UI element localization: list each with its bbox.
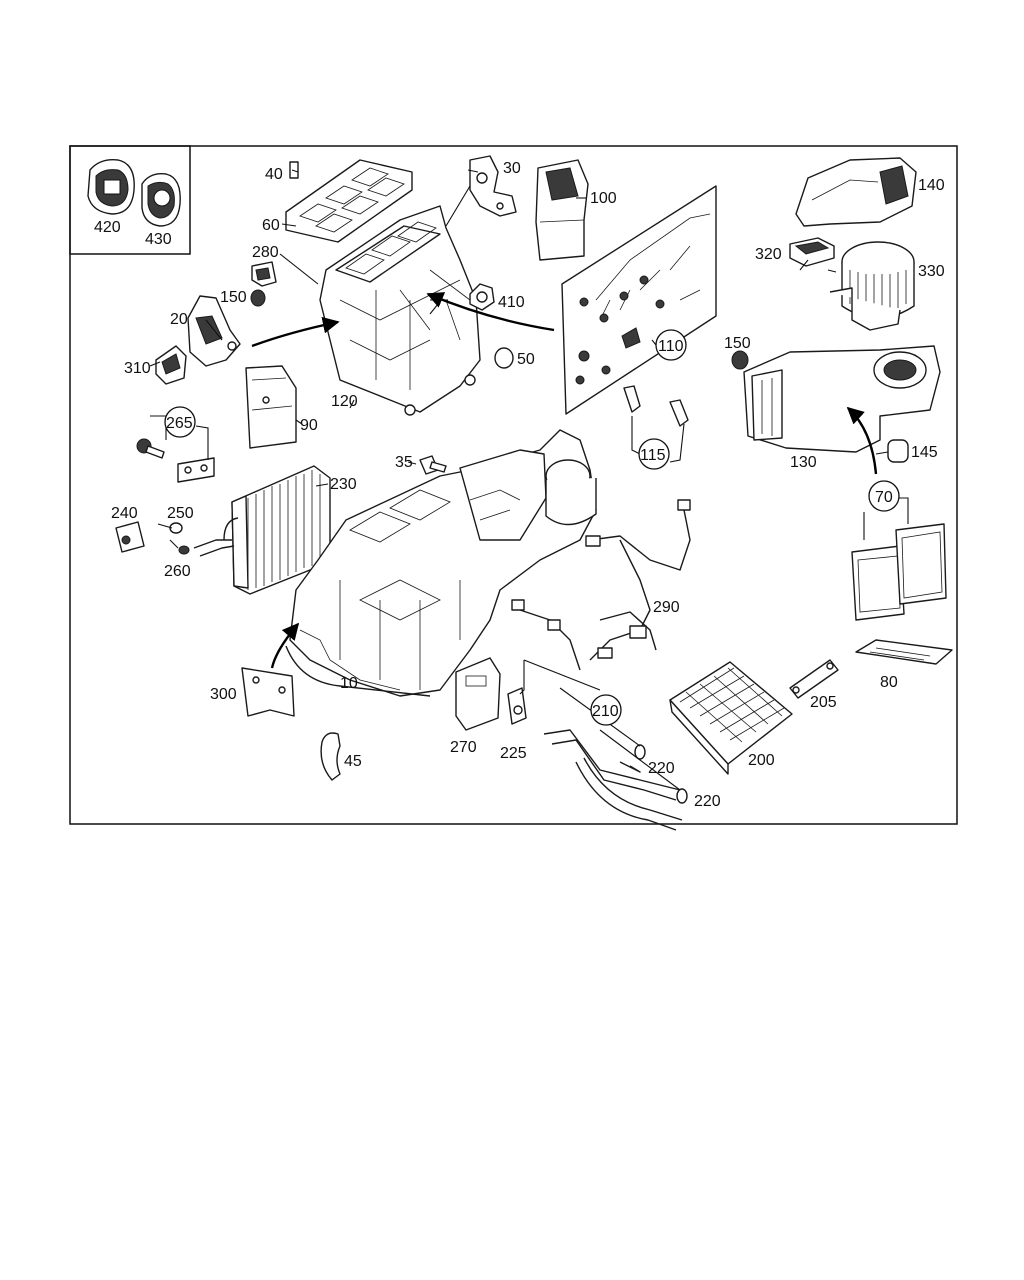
- label-115: 115: [640, 447, 666, 464]
- part-205-seal-strip: [789, 659, 839, 699]
- label-120: 120: [331, 393, 358, 410]
- leader-lines: [149, 169, 909, 791]
- label-320: 320: [755, 246, 782, 263]
- diagram-frame: [69, 145, 958, 825]
- label-40: 40: [265, 166, 283, 183]
- label-100: 100: [590, 190, 617, 207]
- part-150-grommet-right: [731, 350, 749, 370]
- label-60: 60: [262, 217, 280, 234]
- callout-circle-110: [655, 329, 687, 361]
- label-145: 145: [911, 444, 938, 461]
- assembly-arrows: [251, 292, 878, 669]
- label-150-left: 150: [220, 289, 247, 306]
- part-290-wiring-harness: [511, 499, 691, 671]
- label-45: 45: [344, 753, 362, 770]
- part-225-gasket: [507, 687, 527, 725]
- part-60-filter-frame: [285, 159, 413, 243]
- label-205: 205: [810, 694, 837, 711]
- callout-circle-265: [164, 406, 196, 438]
- part-410-nut: [469, 283, 495, 311]
- part-20-actuator: [187, 295, 241, 367]
- part-310-actuator: [155, 345, 187, 385]
- part-300-bracket: [241, 667, 295, 717]
- part-80-frame: [855, 639, 953, 665]
- part-220-o-ring-upper: [634, 744, 646, 760]
- label-330: 330: [918, 263, 945, 280]
- part-50-cap: [494, 347, 514, 369]
- label-35: 35: [395, 454, 413, 471]
- label-110: 110: [658, 338, 684, 355]
- label-260: 260: [164, 563, 191, 580]
- label-80: 80: [880, 674, 898, 691]
- label-310: 310: [124, 360, 151, 377]
- label-220-lower: 220: [694, 793, 721, 810]
- callout-circle-70: [868, 480, 900, 512]
- label-420: 420: [94, 219, 121, 236]
- part-110-linkage-kit: [561, 185, 717, 415]
- part-220-o-ring-lower: [676, 788, 688, 804]
- part-280-sensor: [251, 261, 277, 287]
- label-270: 270: [450, 739, 477, 756]
- part-40-clip: [289, 161, 299, 179]
- label-265: 265: [166, 415, 193, 432]
- label-200: 200: [748, 752, 775, 769]
- part-70-filter-rear: [895, 523, 947, 605]
- label-140: 140: [918, 177, 945, 194]
- label-280: 280: [252, 244, 279, 261]
- part-265-screw: [136, 438, 165, 459]
- part-145-plug: [887, 439, 909, 463]
- part-130-blower-housing: [743, 345, 941, 453]
- part-260-seal: [178, 545, 190, 555]
- label-10: 10: [340, 675, 358, 692]
- part-150-grommet-left: [250, 289, 266, 307]
- label-225: 225: [500, 745, 527, 762]
- part-265-pad: [177, 457, 215, 483]
- label-300: 300: [210, 686, 237, 703]
- part-30-bracket: [469, 155, 517, 217]
- part-90-duct: [245, 365, 297, 449]
- part-45-hose: [320, 732, 341, 781]
- callout-circle-210: [590, 694, 622, 726]
- part-10-main-housing: [285, 429, 597, 697]
- part-270-seal-plate: [455, 657, 501, 731]
- part-210-heater-pipes: [543, 729, 683, 831]
- part-330-blower-motor: [829, 241, 915, 331]
- label-150-right: 150: [724, 335, 751, 352]
- part-35-bolt: [419, 455, 447, 475]
- label-90: 90: [300, 417, 318, 434]
- label-250: 250: [167, 505, 194, 522]
- part-420-knob: [87, 159, 135, 215]
- label-230: 230: [330, 476, 357, 493]
- label-220-upper: 220: [648, 760, 675, 777]
- part-240-expansion-valve: [115, 521, 145, 553]
- label-50: 50: [517, 351, 535, 368]
- label-130: 130: [790, 454, 817, 471]
- label-430: 430: [145, 231, 172, 248]
- part-200-heater-core: [669, 661, 793, 775]
- label-210: 210: [592, 703, 619, 720]
- label-70: 70: [875, 489, 893, 506]
- part-140-housing: [795, 157, 917, 227]
- label-290: 290: [653, 599, 680, 616]
- inset-frame: [69, 145, 191, 255]
- part-70-filter-front: [851, 545, 905, 621]
- callout-circle-115: [638, 438, 670, 470]
- evaporator-pipes: [193, 517, 239, 557]
- part-320-resistor: [789, 237, 835, 267]
- part-115-levers: [623, 385, 689, 427]
- part-100-duct: [535, 159, 589, 261]
- part-120-upper-housing: [319, 205, 481, 416]
- label-20: 20: [170, 311, 188, 328]
- label-30: 30: [503, 160, 521, 177]
- part-430-knob: [141, 173, 181, 227]
- label-240: 240: [111, 505, 138, 522]
- label-410: 410: [498, 294, 525, 311]
